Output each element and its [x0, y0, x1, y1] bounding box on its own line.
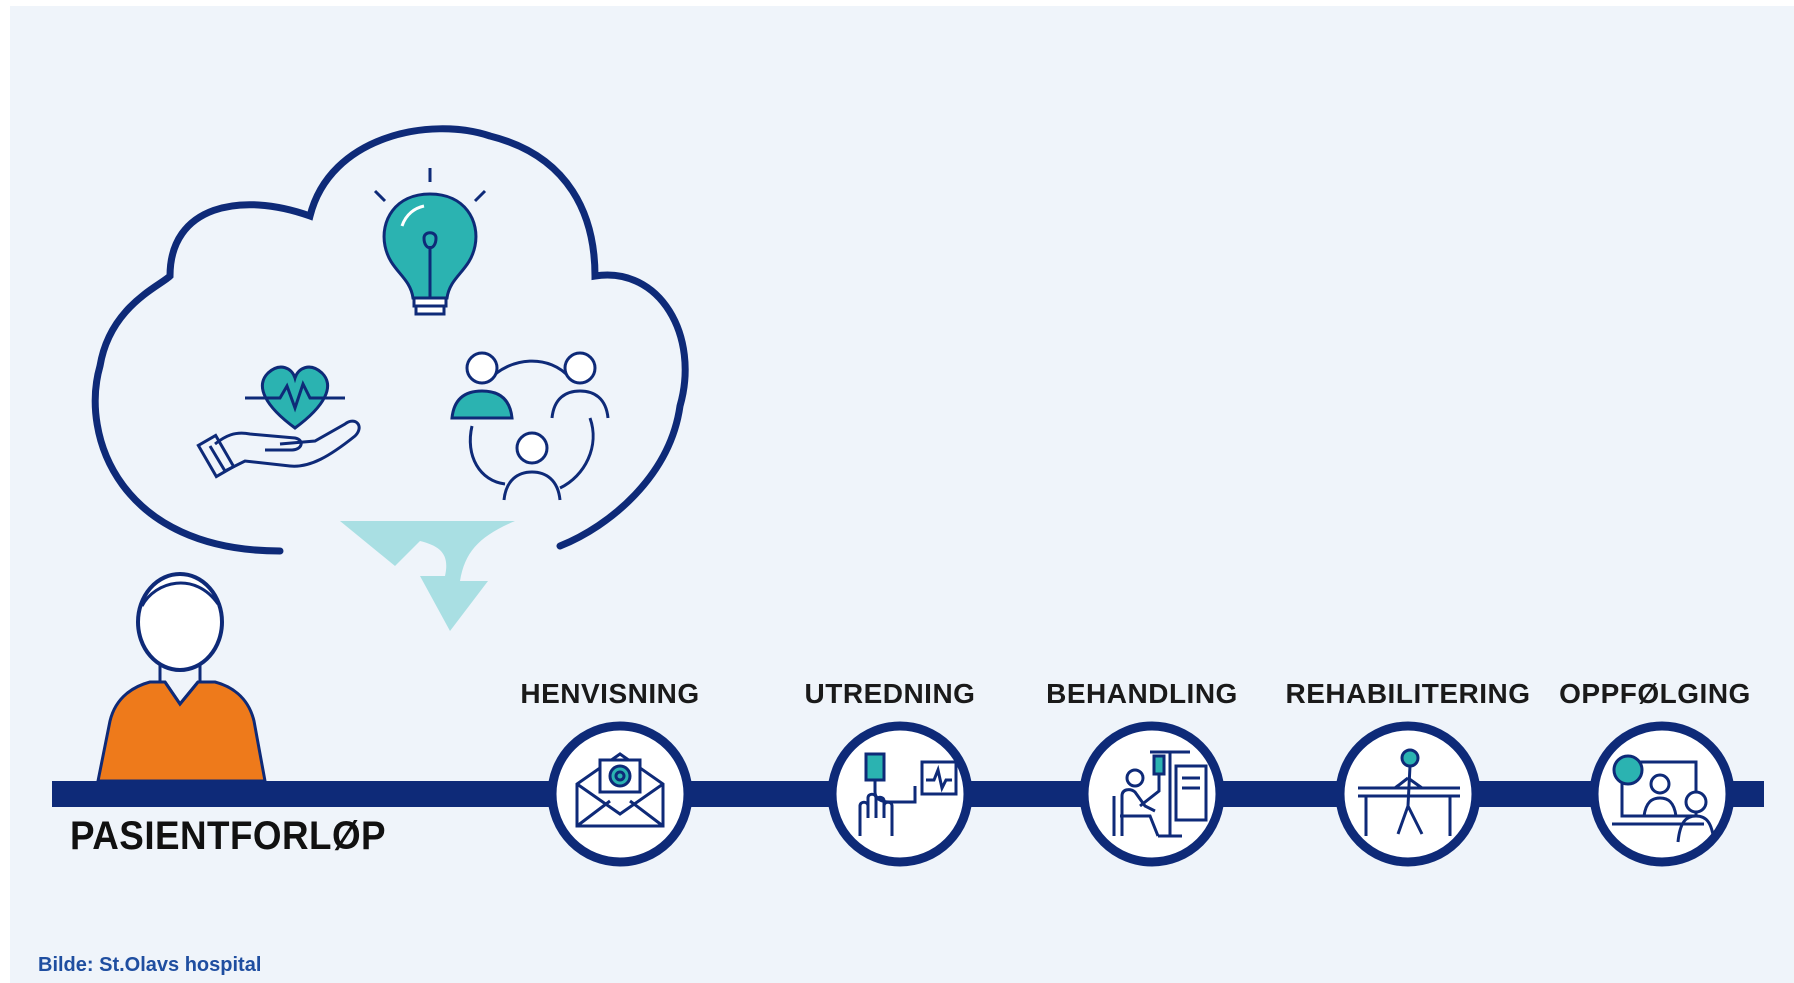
heart-in-hand-icon: [196, 365, 361, 479]
iv-drip-treatment-icon: [1112, 750, 1208, 838]
image-credit: Bilde: St.Olavs hospital: [38, 954, 262, 976]
walking-rehab-icon: [1358, 748, 1460, 836]
step-circle-behandling: [1079, 721, 1225, 867]
lab-test-icon: [858, 752, 958, 836]
diagram-artwork: [52, 125, 1764, 867]
step-circle-utredning: [827, 721, 973, 867]
step-label-behandling: BEHANDLING: [1046, 678, 1238, 709]
step-label-utredning: UTREDNING: [804, 678, 976, 709]
video-consultation-icon: [1612, 754, 1716, 843]
envelope-icon: [575, 752, 665, 828]
lightbulb-icon: [373, 168, 487, 316]
step-circle-oppfolging: [1589, 721, 1735, 867]
step-circle-henvisning: [547, 721, 693, 867]
step-label-rehabilitering: REHABILITERING: [1285, 678, 1531, 709]
diagram-canvas: HENVISNING UTREDNING BEHANDLING REHABILI…: [10, 6, 1794, 983]
diagram-title: PASIENTFORLØP: [70, 814, 387, 858]
step-label-oppfolging: OPPFØLGING: [1559, 678, 1751, 709]
step-circle-rehabilitering: [1335, 721, 1481, 867]
thought-arrow: [340, 521, 515, 631]
step-label-henvisning: HENVISNING: [520, 678, 700, 709]
people-network-icon: [450, 351, 610, 501]
patient-figure: [96, 572, 267, 783]
thought-cloud: [91, 125, 689, 555]
